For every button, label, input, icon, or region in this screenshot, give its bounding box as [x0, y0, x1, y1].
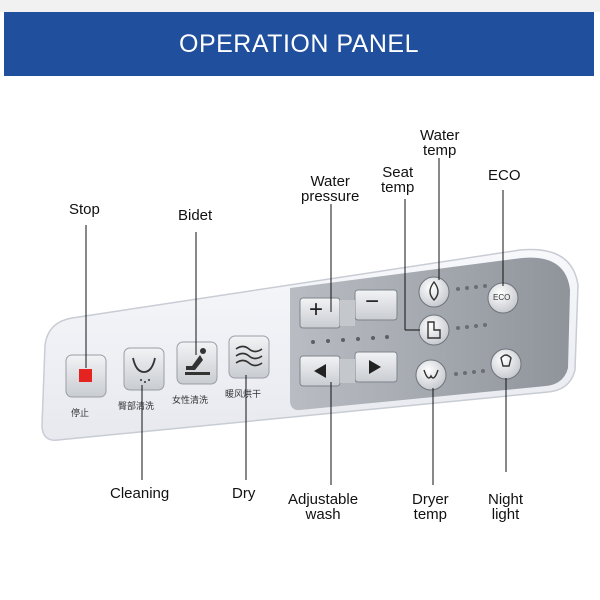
label-cleaning: Cleaning	[110, 485, 170, 502]
seat-temp-dots	[456, 323, 487, 330]
play-right-icon	[369, 360, 381, 374]
label-bidet: Bidet	[178, 207, 213, 224]
dryer-temp-dots	[454, 369, 485, 376]
water-temp-button	[418, 276, 450, 308]
night-light-button	[490, 348, 522, 380]
plus-button[interactable]: +	[309, 296, 324, 323]
thermometer-drop-icon	[429, 280, 439, 301]
play-left-icon	[314, 364, 326, 378]
stop-button-label: 停止	[71, 408, 90, 418]
cleaning-button	[123, 347, 165, 391]
stop-icon	[79, 369, 92, 382]
dry-button	[228, 335, 270, 379]
adjustable-wash-buttons	[299, 351, 398, 387]
stop-button	[65, 354, 107, 398]
night-light-icon	[500, 354, 512, 367]
minus-button[interactable]: −	[365, 288, 380, 315]
cleaning-button-label: 臀部清洗	[118, 401, 155, 411]
cleaning-icon	[132, 357, 156, 373]
dry-button-label: 暖风烘干	[225, 389, 262, 399]
label-dry: Dry	[232, 485, 256, 502]
dry-icon	[235, 345, 263, 367]
bidet-button-label: 女性清洗	[172, 395, 209, 405]
water-pressure-buttons	[299, 289, 398, 329]
seat-temp-button	[418, 314, 450, 346]
header-banner: OPERATION PANEL	[4, 12, 594, 76]
label-eco: ECO	[488, 167, 521, 184]
top-strip	[0, 0, 600, 12]
pressure-level-dots	[311, 335, 389, 344]
label-stop: Stop	[69, 201, 100, 218]
dryer-temp-button	[415, 359, 447, 391]
seat-temp-icon	[427, 321, 441, 339]
bidet-icon	[185, 348, 210, 375]
water-temp-dots	[456, 284, 487, 291]
eco-button-label[interactable]: ECO	[493, 293, 511, 302]
leader-lines	[85, 158, 507, 485]
page-title: OPERATION PANEL	[179, 29, 419, 58]
dryer-temp-icon	[423, 369, 439, 379]
bidet-button	[176, 341, 218, 385]
